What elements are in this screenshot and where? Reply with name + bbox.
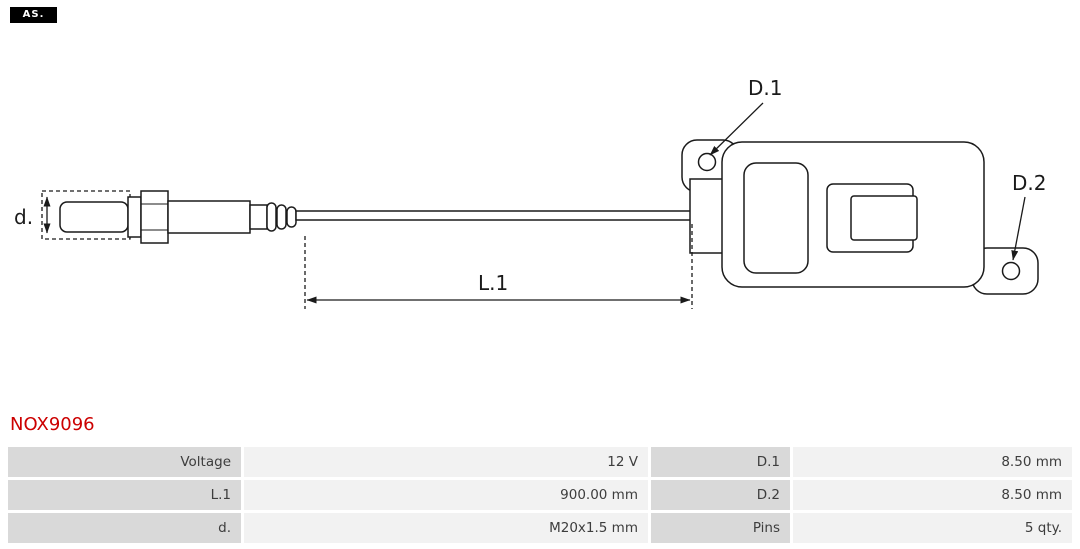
probe-tip <box>59 201 129 233</box>
spec-value-d1: 8.50 mm <box>793 447 1072 477</box>
spec-label-d: d. <box>8 513 241 543</box>
brand-logo-text: AS. <box>22 9 45 20</box>
sensor-technical-diagram: d. D.1 D.2 L.1 <box>14 76 1046 309</box>
bellows-ring-1 <box>266 202 277 232</box>
spec-label-d1: D.1 <box>651 447 790 477</box>
dim-label-l1: L.1 <box>478 271 508 295</box>
connector-port-inner <box>850 195 918 241</box>
dim-label-d: d. <box>14 205 33 229</box>
sensor-neck <box>249 204 268 230</box>
d1-leader-arrow <box>709 102 764 156</box>
brand-logo: AS. <box>10 7 57 23</box>
spec-value-d: M20x1.5 mm <box>244 513 648 543</box>
dim-label-d2: D.2 <box>1012 171 1046 195</box>
bellows-ring-3 <box>286 206 297 228</box>
spec-value-pins: 5 qty. <box>793 513 1072 543</box>
spec-label-l1: L.1 <box>8 480 241 510</box>
spec-table: Voltage 12 V D.1 8.50 mm L.1 900.00 mm D… <box>8 447 1072 543</box>
housing-inner-left <box>743 162 809 274</box>
cable <box>295 210 693 221</box>
probe-collar <box>127 196 142 238</box>
mount-hole-top <box>697 152 717 172</box>
spec-value-l1: 900.00 mm <box>244 480 648 510</box>
bellows-ring-2 <box>276 204 287 230</box>
d2-leader-arrow <box>1011 196 1026 261</box>
spec-value-d2: 8.50 mm <box>793 480 1072 510</box>
spec-value-voltage: 12 V <box>244 447 648 477</box>
spec-label-pins: Pins <box>651 513 790 543</box>
spec-label-d2: D.2 <box>651 480 790 510</box>
sensor-body <box>167 200 251 234</box>
hex-nut <box>140 190 169 244</box>
mount-hole-bottom <box>1001 261 1021 281</box>
spec-label-voltage: Voltage <box>8 447 241 477</box>
dim-label-d1: D.1 <box>748 76 782 100</box>
part-number: NOX9096 <box>10 414 95 435</box>
